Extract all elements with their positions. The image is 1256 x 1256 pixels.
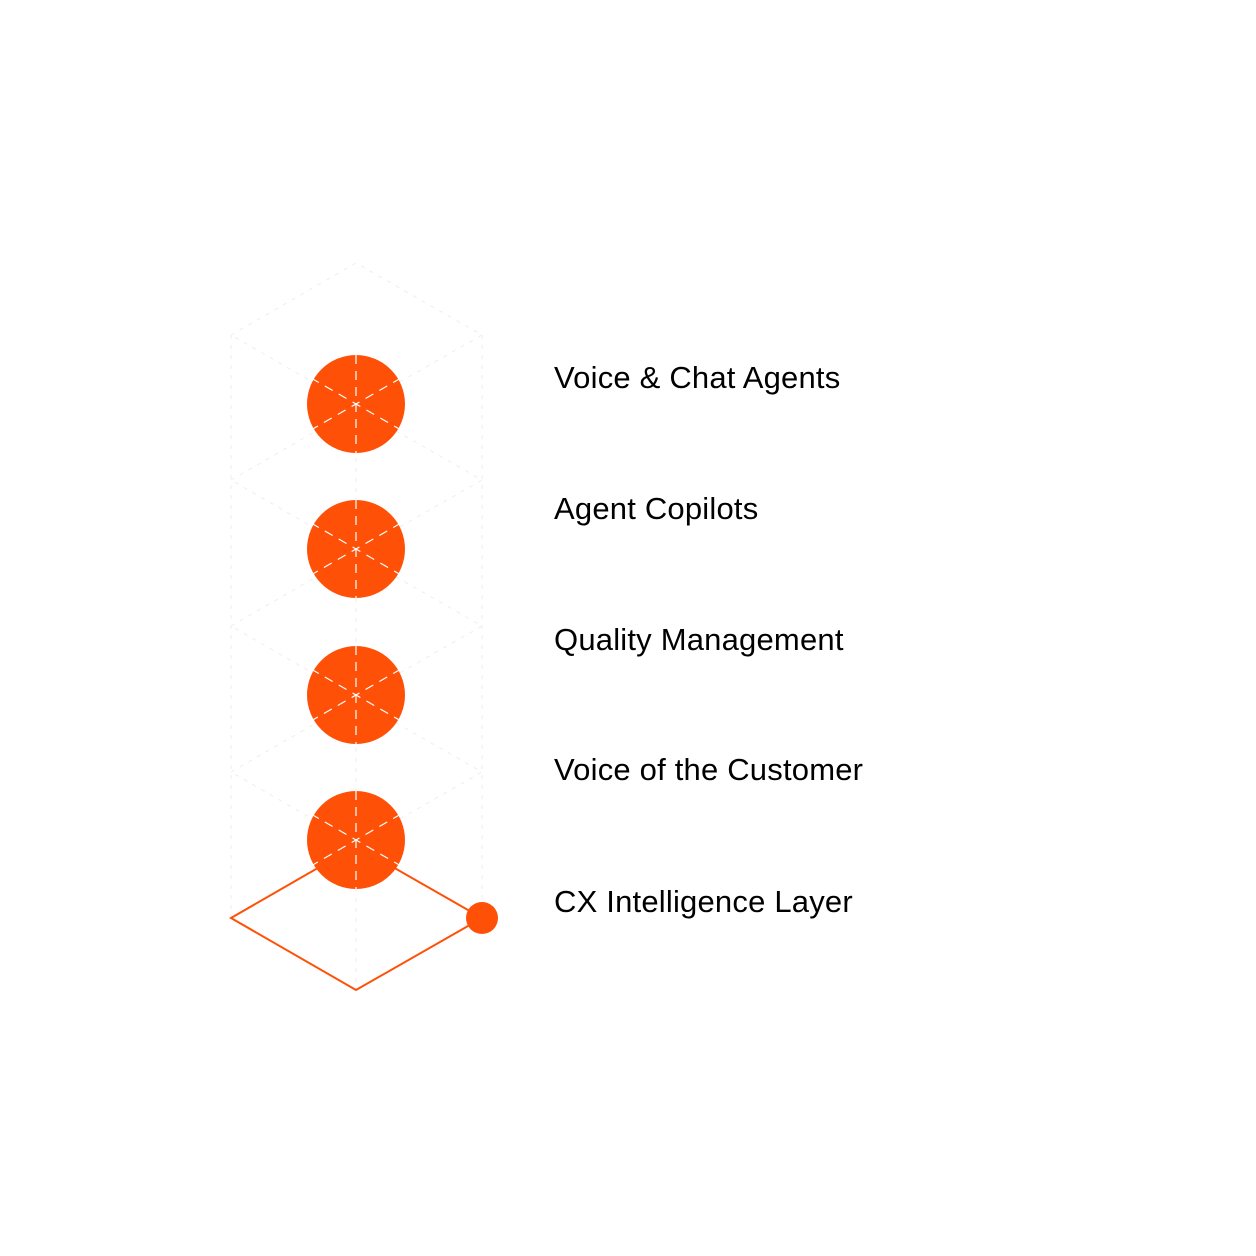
node-voice-of-the-customer: [307, 791, 405, 889]
layer-label-quality-management: Quality Management: [554, 622, 844, 657]
layer-nodes: [307, 355, 405, 889]
node-mark-diagonal: [310, 668, 402, 722]
layer-label-voice-chat-agents: Voice & Chat Agents: [554, 360, 841, 395]
node-mark-diagonal: [310, 377, 402, 431]
layer-label-voice-of-the-customer: Voice of the Customer: [554, 752, 864, 787]
node-quality-management: [307, 646, 405, 744]
layer-label-cx-intelligence-layer: CX Intelligence Layer: [554, 884, 853, 919]
node-mark-diagonal: [310, 522, 402, 576]
base-layer-handle-dot: [466, 902, 498, 934]
layer-label-agent-copilots: Agent Copilots: [554, 491, 759, 526]
base-layer-outline: [228, 844, 498, 992]
node-agent-copilots: [307, 500, 405, 598]
node-mark-diagonal: [310, 813, 402, 867]
node-voice-chat-agents: [307, 355, 405, 453]
